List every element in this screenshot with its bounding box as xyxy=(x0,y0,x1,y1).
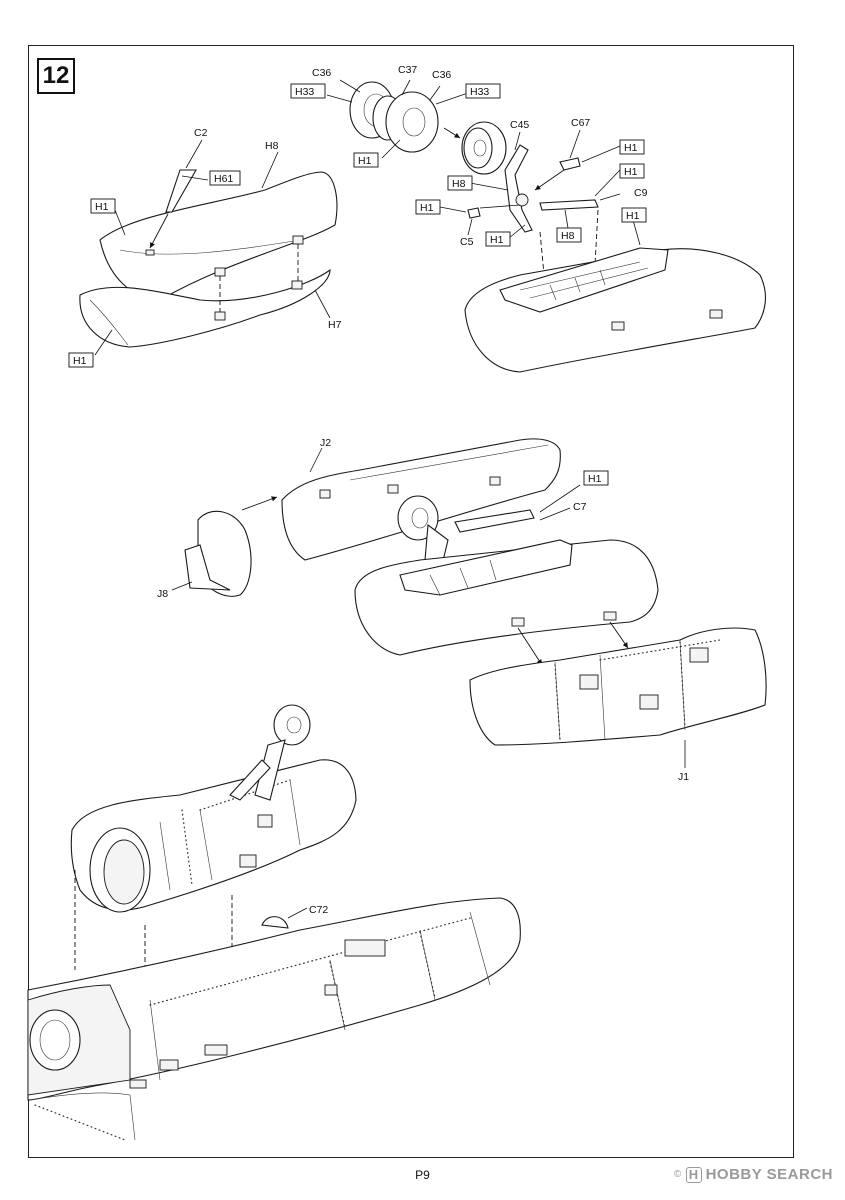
fuselage-final-assembly xyxy=(27,704,521,1141)
label-h1-top: H1 xyxy=(90,198,116,214)
page-number: P9 xyxy=(415,1168,430,1182)
label-c5: C5 xyxy=(460,236,474,248)
label-h33-right: H33 xyxy=(465,83,501,99)
label-h33-left: H33 xyxy=(290,83,326,99)
svg-text:H1: H1 xyxy=(626,210,640,222)
svg-text:H1: H1 xyxy=(624,166,638,178)
step-number: 12 xyxy=(37,58,75,94)
label-h1-wheel: H1 xyxy=(353,152,379,168)
svg-text:H1: H1 xyxy=(420,202,434,214)
nose-halves-subassembly xyxy=(79,139,338,356)
label-h8-top: H8 xyxy=(265,140,279,152)
label-c9: C9 xyxy=(634,187,648,199)
label-h7: H7 xyxy=(328,319,342,331)
label-h1-c9: H1 xyxy=(619,163,645,179)
part-labels: C36 C37 C36 H33 H33 H1 C45 C67 H1 H1 C9 … xyxy=(68,64,689,916)
svg-text:H33: H33 xyxy=(470,86,489,98)
svg-text:H61: H61 xyxy=(214,173,233,185)
label-h8-c9: H8 xyxy=(556,227,582,243)
label-j8: J8 xyxy=(157,588,168,600)
svg-text:H8: H8 xyxy=(561,230,575,242)
label-c36-left: C36 xyxy=(312,67,331,79)
label-c36-right: C36 xyxy=(432,69,451,81)
svg-text:H1: H1 xyxy=(73,355,87,367)
label-j2: J2 xyxy=(320,437,331,449)
label-c37: C37 xyxy=(398,64,417,76)
label-h8-strut: H8 xyxy=(447,175,473,191)
label-c7: C7 xyxy=(573,501,587,513)
svg-text:H1: H1 xyxy=(95,201,109,213)
svg-text:H1: H1 xyxy=(490,234,504,246)
svg-text:H8: H8 xyxy=(452,178,466,190)
label-h61: H61 xyxy=(209,170,241,186)
label-h1-bottom: H1 xyxy=(68,352,94,368)
svg-text:H1: H1 xyxy=(624,142,638,154)
copyright-symbol: © xyxy=(673,1169,682,1180)
nose-gear-subassembly xyxy=(326,79,766,373)
page-frame xyxy=(28,45,794,1158)
svg-text:H1: H1 xyxy=(588,473,602,485)
label-j1: J1 xyxy=(678,771,689,783)
hobby-search-logo-icon: H xyxy=(685,1166,702,1183)
intake-fuselage-subassembly xyxy=(171,438,767,768)
label-c2: C2 xyxy=(194,127,208,139)
label-c72: C72 xyxy=(309,904,328,916)
label-h1-c7: H1 xyxy=(583,470,609,486)
svg-text:H33: H33 xyxy=(295,86,314,98)
label-c67: C67 xyxy=(571,117,590,129)
watermark: © H HOBBY SEARCH xyxy=(674,1166,833,1183)
watermark-brand: HOBBY SEARCH xyxy=(705,1166,833,1183)
label-h1-strut: H1 xyxy=(485,231,511,247)
svg-text:H1: H1 xyxy=(358,155,372,167)
label-c45: C45 xyxy=(510,119,529,131)
label-h1-bay: H1 xyxy=(621,207,647,223)
label-h1-c5: H1 xyxy=(415,199,441,215)
h61-tab xyxy=(145,249,155,256)
label-h1-c67: H1 xyxy=(619,139,645,155)
